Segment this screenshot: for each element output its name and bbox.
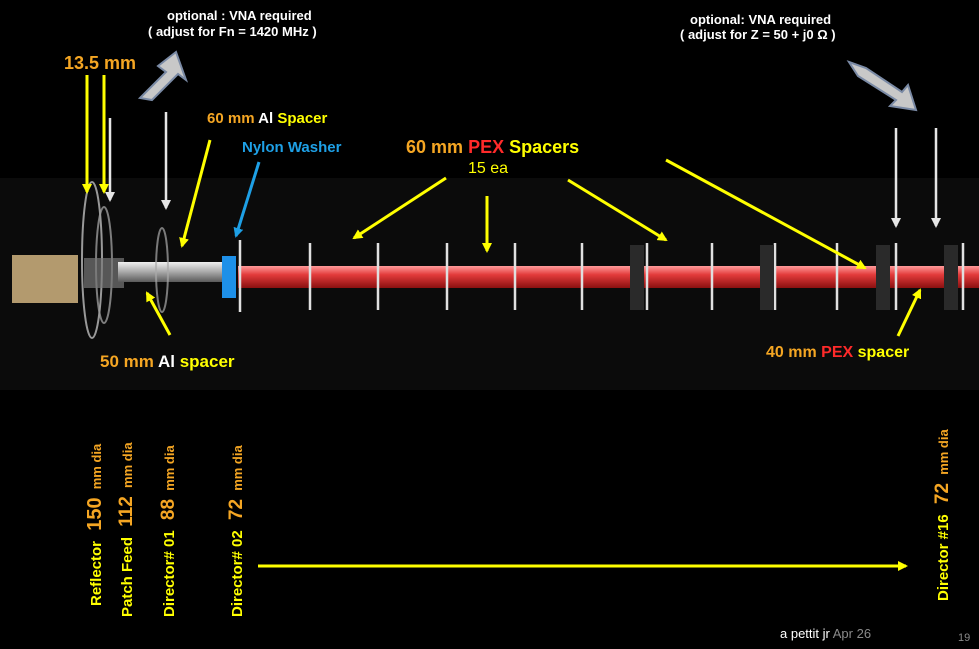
vna-note-left-line1: optional : VNA required: [167, 8, 312, 23]
aluminum-tube: [118, 262, 222, 282]
pex-spacers-label: 60 mm PEX Spacers: [406, 137, 580, 157]
nylon-washer-label: Nylon Washer: [242, 139, 342, 156]
gap-label: 13.5 mm: [64, 53, 137, 73]
director-01-disc: [155, 227, 169, 313]
vna-note-right-line2: ( adjust for Z = 50 + j0 Ω ): [680, 27, 836, 42]
director-elements: [238, 240, 965, 312]
vna-note-right-line1: optional: VNA required: [690, 12, 832, 27]
page-number: 19: [958, 632, 971, 644]
vna-note-left-line2: ( adjust for Fn = 1420 MHz ): [148, 24, 317, 39]
al-spacer-60-label: 60 mm Al Spacer: [207, 110, 328, 127]
tuning-arrow-left: [137, 50, 189, 102]
connector-block: [12, 255, 78, 303]
pex-count-label: 15 ea: [468, 160, 509, 177]
nylon-washer: [222, 256, 236, 298]
pex-boom: [238, 266, 979, 288]
al-spacer-50-label: 50 mm Al spacer: [100, 352, 235, 371]
tuning-arrow-right: [846, 60, 918, 112]
pex-spacer-40-label: 40 mm PEX spacer: [766, 344, 910, 361]
author-credit: a pettit jr Apr 26: [780, 626, 872, 641]
